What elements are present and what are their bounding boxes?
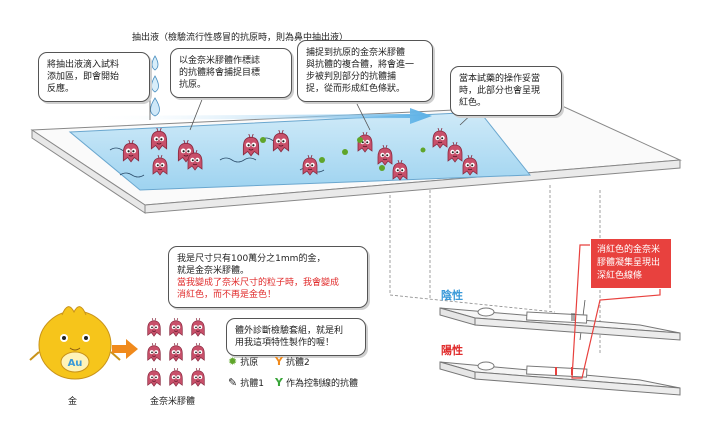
antigen-dots — [260, 137, 426, 171]
transform-arrow — [112, 339, 138, 359]
drop-icon — [150, 55, 160, 117]
legend-antibody1: ✎ 抗體1 — [228, 376, 264, 389]
gold-mascot — [29, 306, 121, 380]
strip-positive — [439, 361, 681, 396]
antibody1-icon: ✎ — [228, 376, 238, 389]
legend-antigen: ✹ 抗原 — [228, 355, 259, 368]
bubble-sample-drop: 將抽出液滴入試料添加區，即會開始反應。 — [38, 52, 150, 102]
antigen-icon: ✹ — [228, 355, 238, 368]
bubble-capture-antigen: 以金奈米膠體作標誌的抗體將會捕捉目標抗原。 — [170, 48, 292, 98]
antibody2-icon: Y — [275, 355, 283, 368]
bubble-control-line: 當本試藥的操作妥當時，此部分也會呈現紅色。 — [450, 66, 562, 116]
colloid-grid — [147, 318, 205, 387]
bubble-complex-line: 捕捉到抗原的金奈米膠體與抗體的複合體，將會進一步被判別部分的抗體捕捉，從而形成紅… — [297, 40, 433, 102]
strip-negative — [439, 307, 681, 341]
sample-label: 抽出液（檢驗流行性感冒的抗原時，則為鼻中抽出液） — [132, 33, 349, 43]
negative-label: 陰性 — [441, 289, 463, 302]
control-antibody-icon: Y — [275, 376, 283, 389]
flow-arrow — [90, 108, 432, 124]
legend-antibody2: Y 抗體2 — [275, 355, 310, 368]
bubble-diagnostic-kit: 體外診斷檢驗套組，就是利用我這項特性製作的喔！ — [226, 318, 366, 356]
gold-caption: 金 — [68, 397, 78, 407]
au-label: Au — [68, 358, 83, 369]
positive-note: 消紅色的金奈米膠體凝集呈現出深紅色線條 — [590, 238, 672, 289]
colloid-caption: 金奈米膠體 — [150, 397, 196, 407]
bubble-gold-colloid: 我是尺寸只有100萬分之1mm的金，就是金奈米膠體。 當我變成了奈米尺寸的粒子時… — [168, 246, 368, 308]
fluid-pad — [68, 111, 532, 191]
legend-control-antibody: Y 作為控制線的抗體 — [275, 376, 358, 389]
positive-label: 陽性 — [441, 344, 463, 357]
